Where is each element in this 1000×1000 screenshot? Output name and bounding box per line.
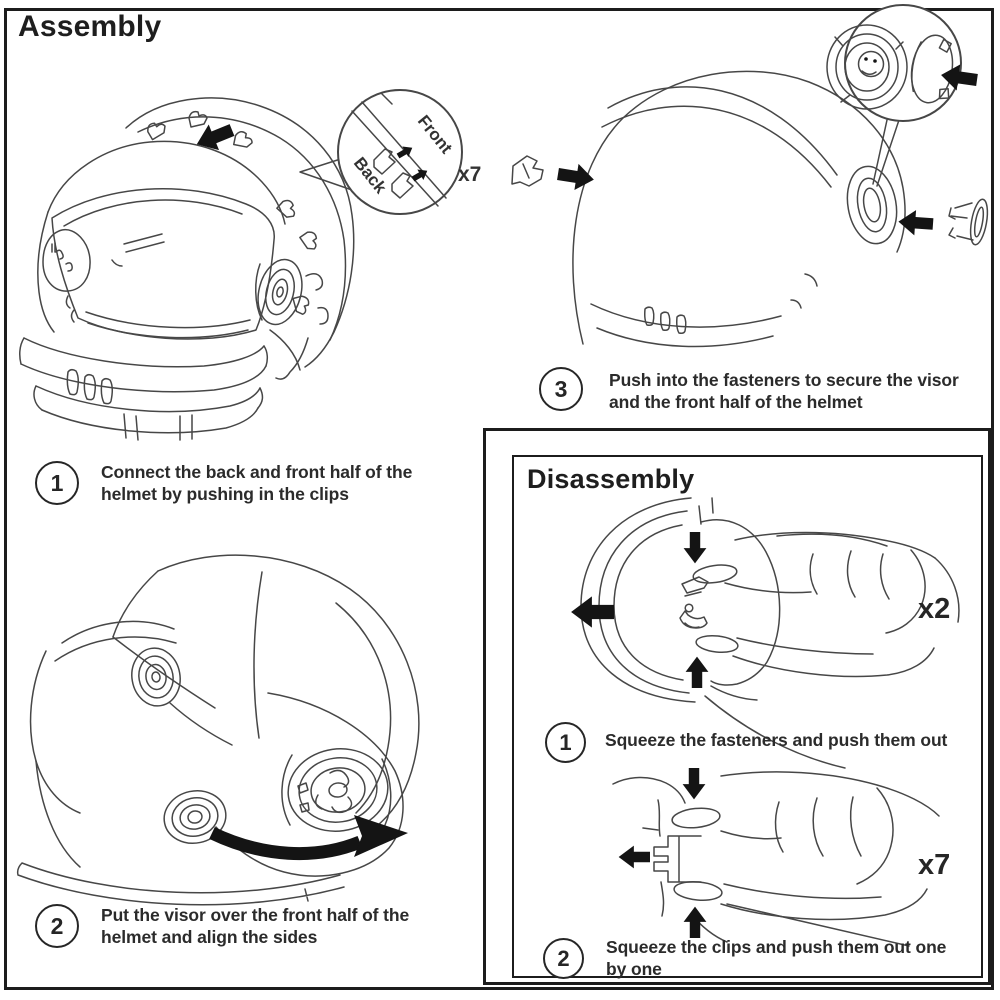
clip-push-arrow	[396, 146, 413, 159]
disassembly-inner-box	[512, 455, 983, 978]
step-text-line: Connect the back and front half of the	[101, 462, 413, 482]
step-text-line: helmet and align the sides	[101, 927, 318, 947]
assembly-step3-number: 3	[539, 367, 583, 411]
squeeze-up-arrow	[683, 906, 707, 938]
assembly-title: Assembly	[18, 10, 162, 43]
assembly-panel-frame	[4, 8, 994, 990]
step-text-line: Put the visor over the front half of the	[101, 905, 410, 925]
fastener-clip-part	[511, 155, 544, 187]
disassembly-step1-text: Squeeze the fasteners and push them out	[605, 729, 947, 751]
pivot-magnifier	[826, 4, 978, 187]
fastener-secure-illustration	[511, 4, 989, 348]
step-text-line: Push into the fasteners to secure the vi…	[609, 370, 959, 390]
step-text-line: and the front half of the helmet	[609, 392, 863, 412]
clip-push-arrow	[411, 169, 428, 182]
disassembly-outer-box	[483, 428, 991, 985]
clip-magnifier: Front Back	[299, 89, 463, 215]
fastener-count-label: x2	[918, 593, 951, 625]
helmet-back-and-front-drawing	[19, 97, 355, 441]
squeeze-down-arrow	[683, 532, 707, 564]
insert-pin-arrow	[898, 210, 934, 236]
step-text-line: Squeeze the clips and push them out one	[606, 937, 947, 957]
squeeze-up-arrow	[685, 656, 709, 688]
push-out-left-arrow	[571, 596, 614, 628]
squeeze-clip-drawing	[612, 768, 940, 947]
rotate-visor-arrow	[209, 815, 408, 861]
clip-count-label: x7	[458, 163, 481, 186]
step-text-line: by one	[606, 959, 662, 979]
push-direction-arrow	[196, 124, 235, 151]
step-text-line: Squeeze the fasteners and push them out	[605, 730, 948, 750]
clip-count-label: x7	[918, 849, 951, 881]
squeeze-down-arrow	[682, 768, 706, 800]
assembly-step1-text: Connect the back and front half of the h…	[101, 461, 412, 505]
step-text-line: helmet by pushing in the clips	[101, 484, 349, 504]
push-fastener-arrow	[941, 64, 978, 91]
assembly-step2-number: 2	[35, 904, 79, 948]
disassembly-title: Disassembly	[527, 464, 695, 494]
squeeze-fastener-drawing	[571, 497, 960, 769]
pinching-hand	[612, 771, 940, 947]
fastener-pin-part	[948, 198, 989, 246]
pinching-hand	[692, 531, 960, 769]
assembly-step3-text: Push into the fasteners to secure the vi…	[609, 369, 959, 413]
assembly-step2-text: Put the visor over the front half of the…	[101, 904, 409, 948]
disassembly-step1-number: 1	[545, 722, 586, 763]
visor-placement-illustration	[16, 554, 420, 906]
front-half-with-visor-drawing	[572, 70, 906, 348]
disassembly-illustrations	[571, 497, 960, 947]
helmet-connect-illustration: Front Back x7	[19, 89, 481, 441]
disassembly-step2-number: 2	[543, 938, 584, 979]
insert-clip-arrow	[557, 163, 594, 190]
assembly-step1-number: 1	[35, 461, 79, 505]
push-out-left-arrow	[618, 845, 650, 869]
disassembly-step2-text: Squeeze the clips and push them out one …	[606, 936, 946, 980]
visor-and-front-half-drawing	[16, 554, 420, 906]
